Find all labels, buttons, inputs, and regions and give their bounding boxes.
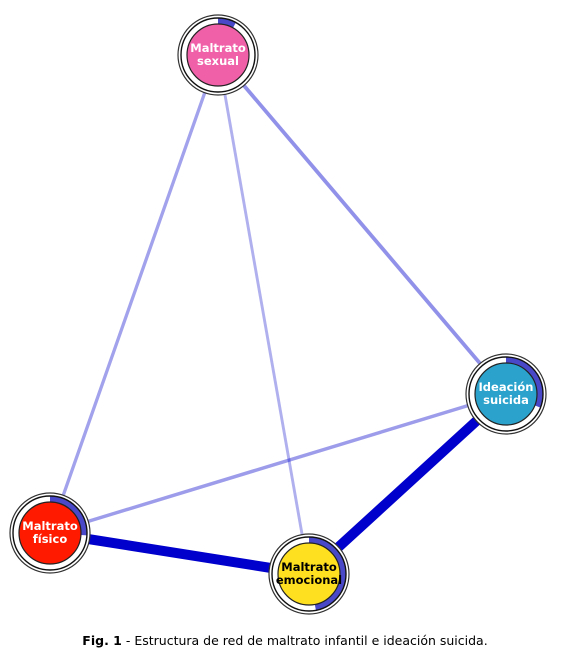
node-label-line1: Ideación	[479, 380, 534, 394]
edge-sexual-ideacion	[216, 53, 508, 396]
caption-label: Fig. 1	[82, 633, 122, 648]
edge-emocional-ideacion	[305, 390, 510, 578]
node-label-line1: Maltrato	[281, 560, 337, 574]
edge-fisico-emocional	[49, 528, 310, 579]
node-disk	[474, 362, 538, 426]
node-label-line2: físico	[33, 532, 68, 546]
edge-sexual-emocional	[216, 54, 311, 575]
edge-sexual-fisico	[48, 54, 220, 534]
node-disk	[18, 501, 82, 565]
node-label-line1: Maltrato	[190, 41, 246, 55]
node-ring	[271, 536, 347, 612]
caption-text: - Estructura de red de maltrato infantil…	[121, 633, 488, 648]
node-ring	[180, 17, 256, 93]
network-graph: MaltratosexualIdeaciónsuicidaMaltratofís…	[9, 14, 547, 615]
node-label-line1: Maltrato	[22, 519, 78, 533]
figure-caption: Fig. 1 - Estructura de red de maltrato i…	[0, 633, 570, 648]
node-ring	[468, 356, 544, 432]
edge-fisico-ideacion	[49, 392, 507, 535]
nodes-layer: MaltratosexualIdeaciónsuicidaMaltratofís…	[9, 14, 547, 615]
node-label-line2: emocional	[276, 573, 342, 587]
node-label-line2: suicida	[483, 393, 529, 407]
edges-layer	[48, 53, 510, 579]
node-label-line2: sexual	[197, 54, 239, 68]
node-ring	[12, 495, 88, 571]
node-disk	[277, 542, 341, 606]
node-disk	[186, 23, 250, 87]
